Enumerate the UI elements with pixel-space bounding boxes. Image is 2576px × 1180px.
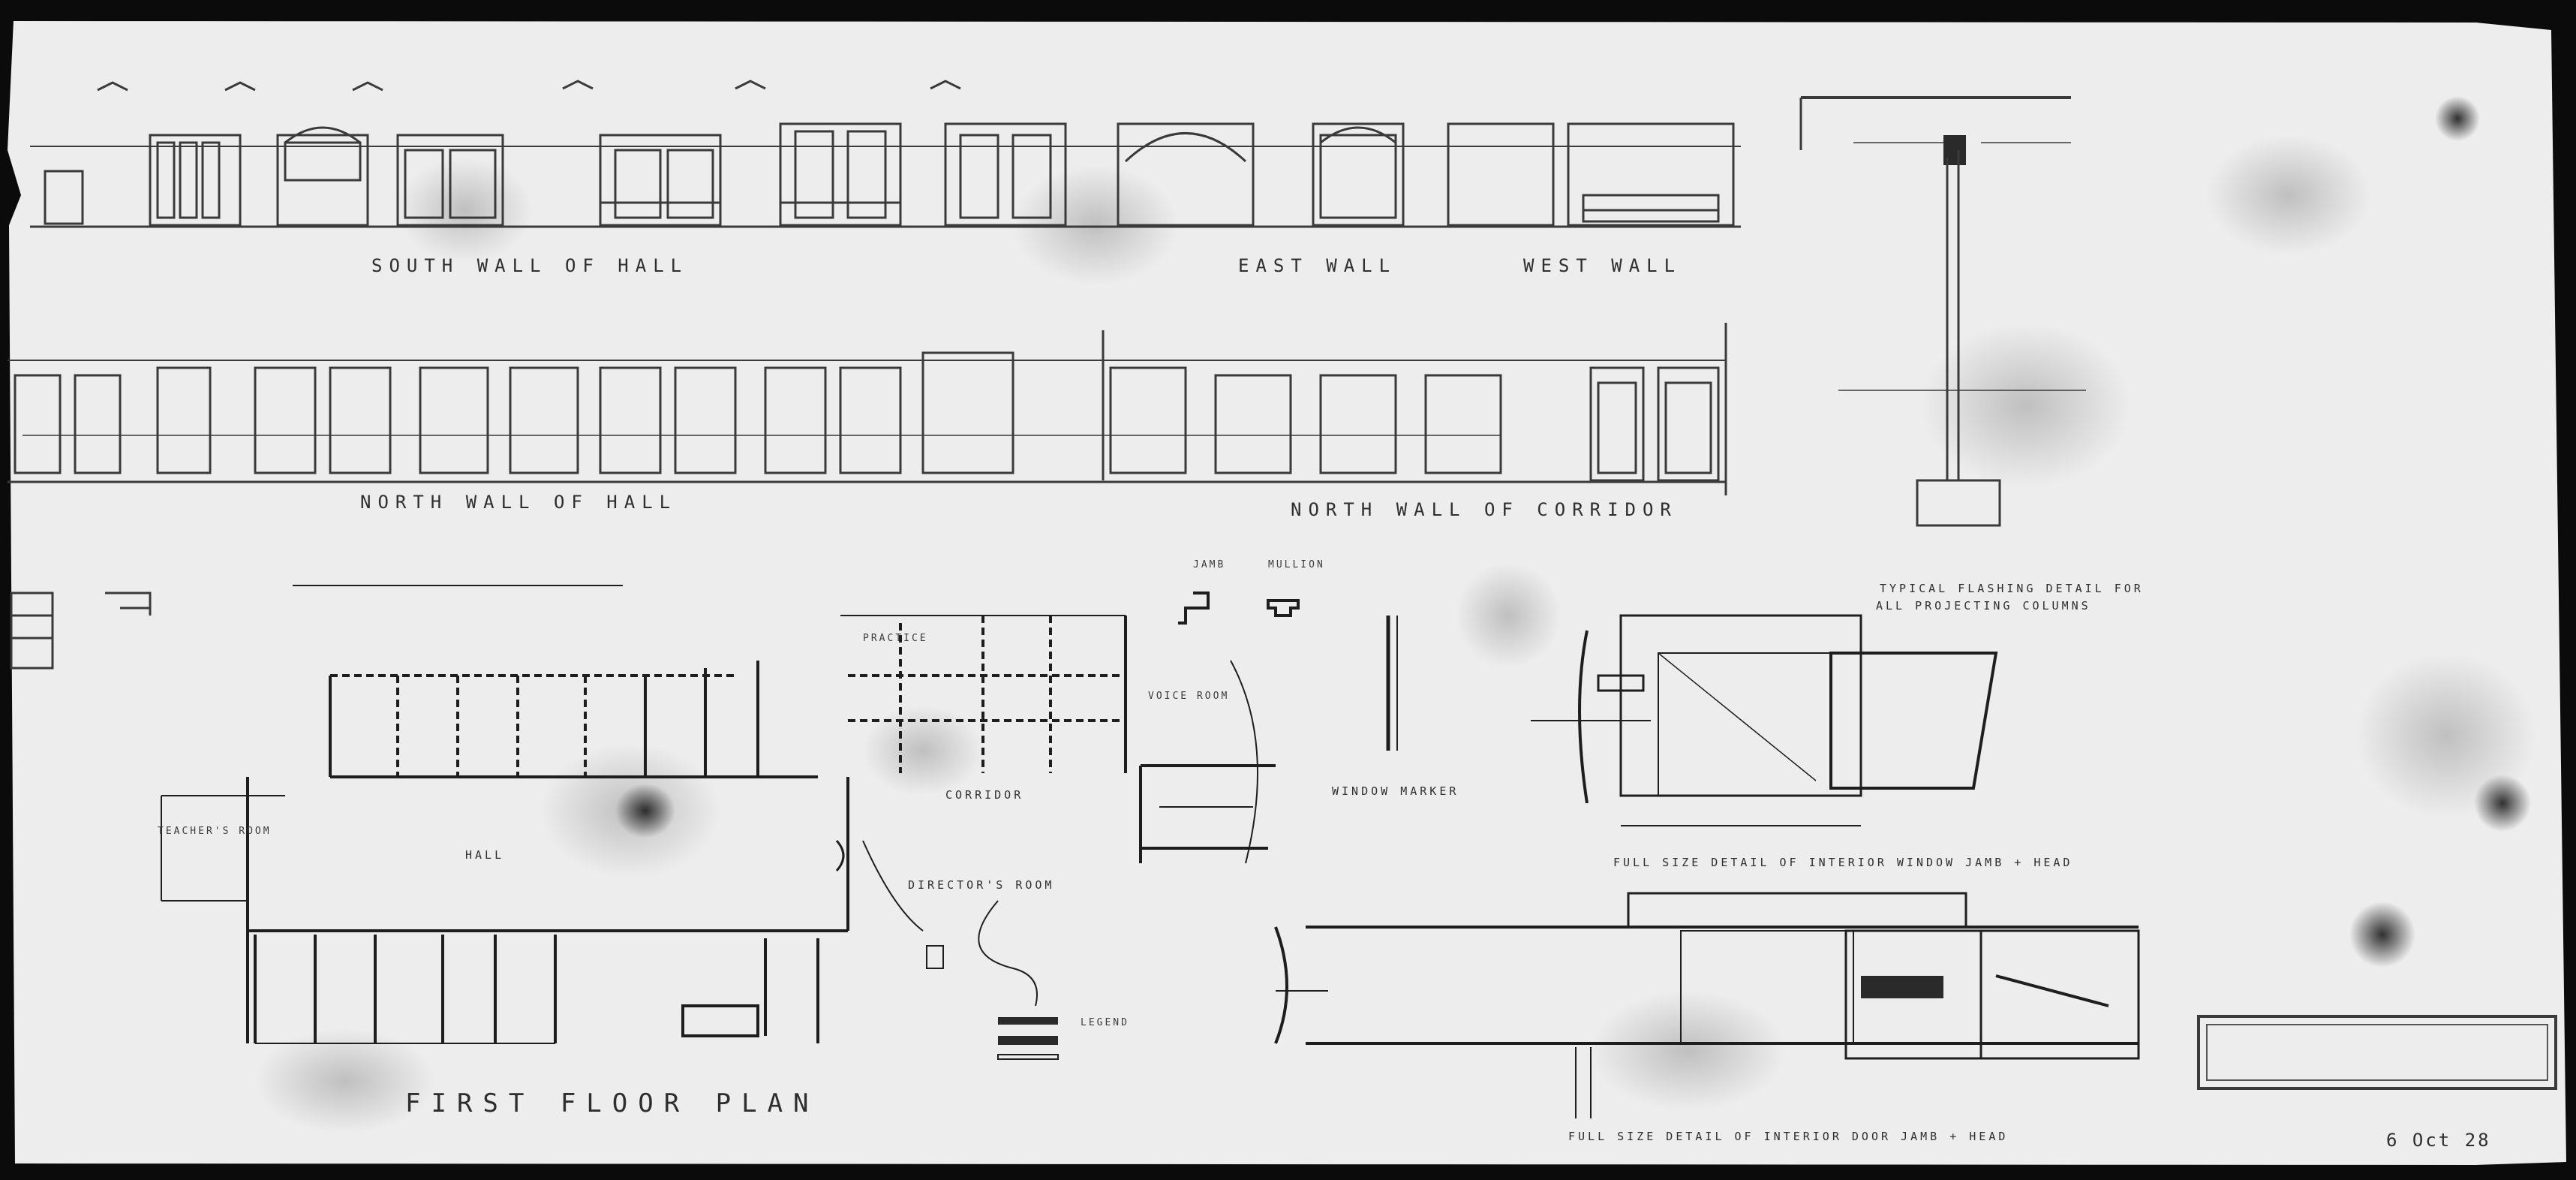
corridor-label: CORRIDOR	[945, 788, 1024, 802]
north-wall-of-hall-elevation	[8, 323, 1727, 495]
small-detail-left	[10, 592, 152, 670]
first-floor-plan-title: FIRST FLOOR PLAN	[405, 1088, 819, 1118]
hall-label: HALL	[465, 848, 505, 862]
teachers-room-label: TEACHER'S ROOM	[158, 826, 272, 837]
legend-label: LEGEND	[1081, 1017, 1129, 1028]
title-block-stamp	[2197, 1015, 2557, 1090]
first-floor-plan	[161, 585, 1276, 1060]
typical-flashing-detail	[1799, 96, 2086, 527]
handwritten-date: 6 Oct 28	[2386, 1130, 2491, 1151]
north-wall-of-hall-label: NORTH WALL OF HALL	[360, 492, 678, 513]
south-wall-of-hall-label: SOUTH WALL OF HALL	[371, 255, 689, 276]
paper-sheet	[8, 21, 2566, 1165]
typical-flashing-label: TYPICAL FLASHING DETAIL FOR	[1880, 582, 2144, 595]
voice-room-label: VOICE ROOM	[1148, 691, 1230, 702]
door-jamb-head-detail	[1274, 892, 2140, 1118]
mullion-label: MULLION	[1268, 559, 1325, 570]
title-block-inner	[2206, 1024, 2548, 1081]
directors-room-label: DIRECTOR'S ROOM	[908, 878, 1055, 892]
south-wall-of-hall-elevation	[30, 80, 1741, 228]
paper-stains	[255, 96, 2536, 1133]
jamb-mullion-profiles	[1178, 592, 1398, 751]
practice-label: PRACTICE	[863, 633, 928, 644]
window-jamb-head-detail	[1531, 614, 1998, 826]
window-marker-label: WINDOW MARKER	[1332, 784, 1459, 798]
jamb-label: JAMB	[1193, 559, 1226, 570]
east-wall-label: EAST WALL	[1238, 255, 1397, 276]
typical-flashing-label-2: ALL PROJECTING COLUMNS	[1876, 599, 2091, 613]
north-wall-of-corridor-label: NORTH WALL OF CORRIDOR	[1291, 499, 1678, 520]
window-jamb-head-label: FULL SIZE DETAIL OF INTERIOR WINDOW JAMB…	[1613, 856, 2073, 869]
door-jamb-head-label: FULL SIZE DETAIL OF INTERIOR DOOR JAMB +…	[1568, 1130, 2009, 1143]
west-wall-label: WEST WALL	[1523, 255, 1682, 276]
